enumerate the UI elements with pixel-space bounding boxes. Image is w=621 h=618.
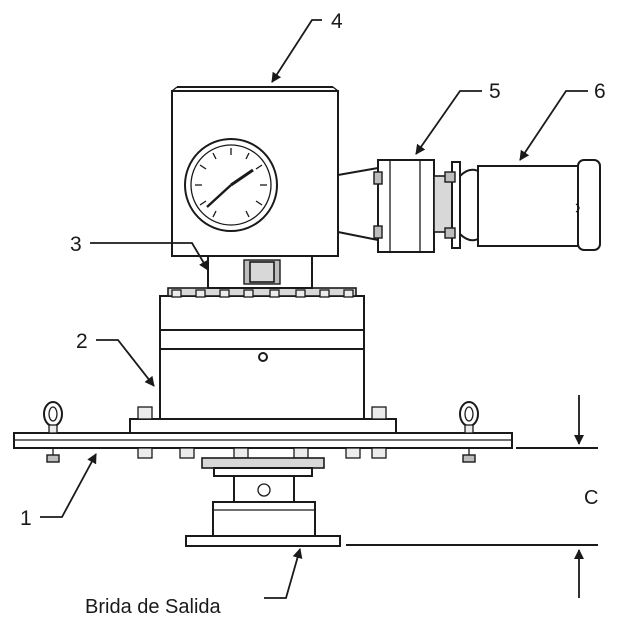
pressure-gauge-icon <box>184 138 278 232</box>
motor-flange <box>337 159 435 253</box>
label-outlet-flange: Brida de Salida <box>85 596 222 618</box>
base-plate <box>13 432 513 449</box>
label-dimension-c: C <box>584 487 598 509</box>
label-part-1: 1 <box>20 507 32 530</box>
leader-lines <box>40 19 588 599</box>
control-box <box>171 86 339 257</box>
label-part-5: 5 <box>489 80 501 103</box>
motor <box>433 159 601 251</box>
label-part-2: 2 <box>76 330 88 353</box>
label-part-4: 4 <box>331 10 343 33</box>
outlet-assembly <box>185 457 341 547</box>
dimension-c <box>346 395 598 598</box>
eye-bolt-icon <box>43 401 63 463</box>
label-part-6: 6 <box>594 80 606 103</box>
eye-bolt-icon <box>459 401 479 463</box>
coupling-adapter <box>207 255 313 289</box>
gearbox-housing <box>159 287 365 420</box>
label-part-3: 3 <box>70 233 82 256</box>
